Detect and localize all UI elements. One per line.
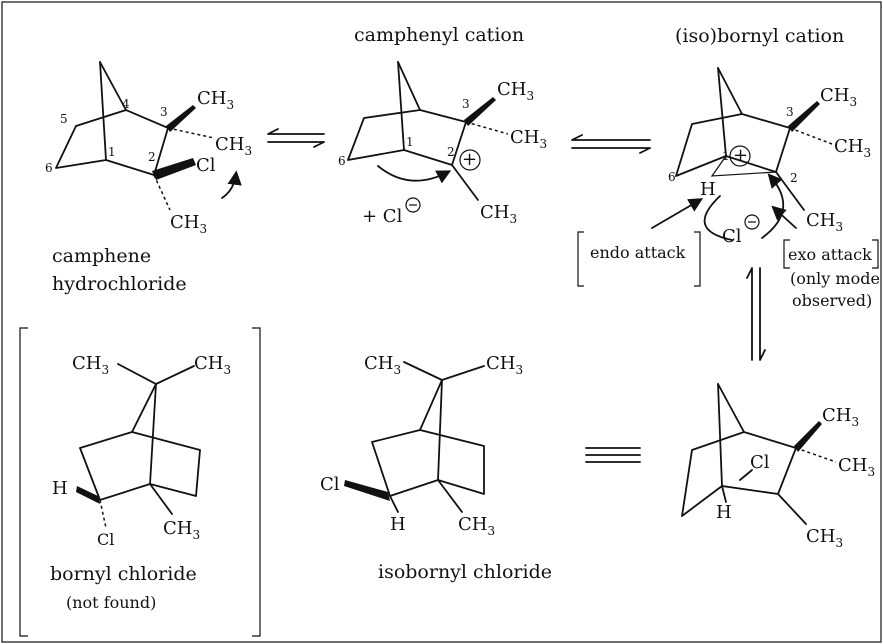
bracket bbox=[577, 231, 584, 287]
atom-number: 3 bbox=[160, 105, 168, 119]
exo-note-line2: observed) bbox=[792, 291, 872, 310]
bracket bbox=[872, 239, 879, 269]
isobornyl-chloride-structure bbox=[344, 361, 485, 513]
atom-number: 1 bbox=[722, 149, 730, 163]
name-camphene-line1: camphene bbox=[52, 245, 151, 267]
ch3-label: CH3 bbox=[838, 455, 875, 479]
ch3-label: CH3 bbox=[480, 202, 517, 226]
cation-plus: + bbox=[733, 145, 748, 166]
title-camphenyl-cation: camphenyl cation bbox=[354, 24, 524, 46]
cl-label: Cl bbox=[320, 474, 340, 495]
ch3-label: CH3 bbox=[822, 405, 859, 429]
bracket bbox=[252, 327, 261, 637]
h-label: H bbox=[716, 502, 732, 523]
ch3-label: CH3 bbox=[806, 210, 843, 234]
isobornyl-chloride-view-structure bbox=[681, 383, 837, 525]
exo-note-line1: (only mode bbox=[790, 269, 880, 288]
ch3-label: CH3 bbox=[163, 518, 200, 542]
atom-number: 6 bbox=[45, 161, 53, 175]
atom-number: 3 bbox=[786, 105, 794, 119]
name-camphene-line2: hydrochloride bbox=[52, 273, 187, 295]
title-isobornyl-cation: (iso)bornyl cation bbox=[675, 25, 844, 47]
atom-number: 3 bbox=[462, 97, 470, 111]
h-label: H bbox=[52, 478, 68, 499]
minus-charge bbox=[744, 214, 760, 230]
ch3-label: CH3 bbox=[510, 127, 547, 151]
h-label: H bbox=[700, 179, 716, 200]
ch3-label: CH3 bbox=[834, 136, 871, 160]
h-label: H bbox=[390, 514, 406, 535]
camphenyl-cation-structure bbox=[347, 61, 509, 201]
ch3-label: CH3 bbox=[806, 526, 843, 550]
ch3-label: CH3 bbox=[820, 85, 857, 109]
plus-chloride: + Cl bbox=[362, 206, 403, 227]
bracket bbox=[783, 239, 790, 269]
chloride-ion: Cl bbox=[722, 226, 742, 247]
camphene-hydrochloride-structure bbox=[55, 61, 242, 211]
name-bornyl-chloride: bornyl chloride bbox=[50, 563, 197, 585]
ch3-label: CH3 bbox=[458, 514, 495, 538]
atom-number: 2 bbox=[447, 145, 455, 159]
ch3-label: CH3 bbox=[194, 353, 231, 377]
cl-label: Cl bbox=[97, 530, 114, 549]
minus-charge bbox=[405, 197, 421, 213]
atom-number: 1 bbox=[108, 145, 116, 159]
ch3-label: CH3 bbox=[170, 212, 207, 236]
name-isobornyl-chloride: isobornyl chloride bbox=[378, 561, 552, 583]
atom-number: 1 bbox=[406, 135, 414, 149]
atom-number: 2 bbox=[148, 150, 156, 164]
bornyl-not-found: (not found) bbox=[66, 593, 156, 612]
atom-number: 5 bbox=[60, 112, 68, 126]
ch3-label: CH3 bbox=[497, 79, 534, 103]
equivalence-sign bbox=[585, 447, 641, 463]
isobornyl-cation-structure bbox=[651, 67, 833, 241]
exo-attack-label: exo attack bbox=[788, 245, 872, 264]
ch3-label: CH3 bbox=[72, 353, 109, 377]
cation-plus: + bbox=[462, 149, 477, 170]
equilibrium-arrow-vertical bbox=[746, 267, 766, 361]
ch3-label: CH3 bbox=[486, 353, 523, 377]
bornyl-chloride-structure bbox=[76, 363, 201, 529]
bracket bbox=[694, 231, 701, 287]
equilibrium-arrow bbox=[571, 134, 651, 154]
atom-number: 6 bbox=[338, 154, 346, 168]
ch3-label: CH3 bbox=[364, 353, 401, 377]
equilibrium-arrow bbox=[267, 128, 325, 148]
atom-number: 6 bbox=[668, 170, 676, 184]
ch3-label: CH3 bbox=[215, 134, 252, 158]
ch3-label: CH3 bbox=[197, 88, 234, 112]
cl-label: Cl bbox=[750, 452, 770, 473]
bracket bbox=[19, 327, 28, 637]
endo-attack-label: endo attack bbox=[590, 243, 686, 262]
atom-number: 2 bbox=[790, 171, 798, 185]
cl-label: Cl bbox=[196, 155, 216, 176]
atom-number: 4 bbox=[122, 97, 130, 111]
